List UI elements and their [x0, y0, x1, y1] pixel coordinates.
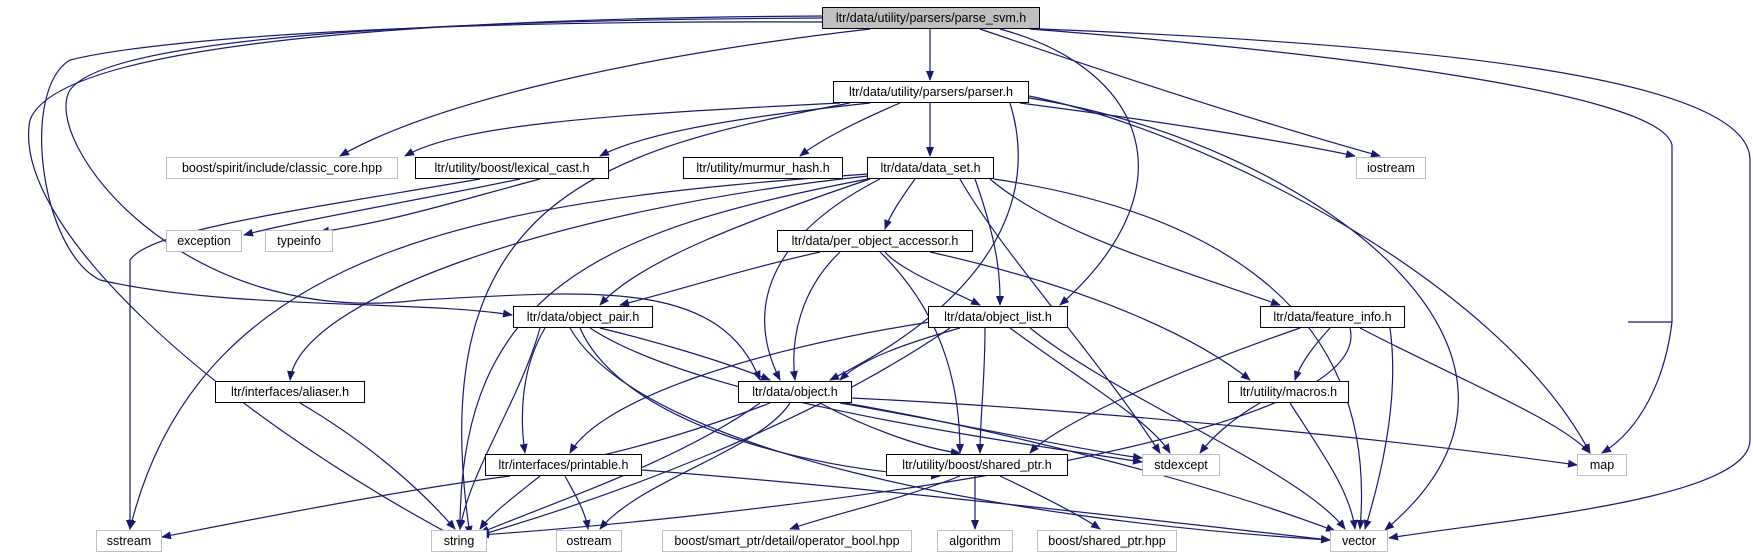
node-object-list-h[interactable]: ltr/data/object_list.h: [928, 306, 1068, 328]
dependency-edge: [1359, 327, 1591, 454]
dependency-edge: [764, 178, 881, 381]
dependency-edge: [599, 327, 771, 381]
dependency-edge: [479, 402, 761, 534]
dependency-edge: [519, 327, 546, 454]
dependency-edge: [999, 475, 1101, 530]
dependency-edge: [599, 102, 871, 157]
dependency-edge: [884, 251, 981, 306]
node-per-object-accessor-h[interactable]: ltr/data/per_object_accessor.h: [777, 230, 973, 252]
dependency-edge: [569, 327, 1331, 544]
node-aliaser-h[interactable]: ltr/interfaces/aliaser.h: [215, 381, 365, 403]
dependency-edge: [844, 402, 1336, 532]
node-map: map: [1577, 454, 1627, 476]
dependency-edge: [564, 475, 591, 530]
dependency-edge: [28, 15, 823, 538]
node-parser-h[interactable]: ltr/data/utility/parsers/parser.h: [833, 81, 1029, 103]
dependency-edge: [299, 402, 456, 530]
dependency-edge: [569, 321, 931, 454]
dependency-edge: [884, 178, 916, 230]
dependency-edge: [1009, 327, 1171, 454]
dependency-edge: [829, 102, 1019, 381]
dependency-edge: [976, 327, 986, 454]
dependency-edge: [339, 28, 871, 157]
node-data-set-h[interactable]: ltr/data/data_set.h: [867, 157, 994, 179]
dependency-edge: [1028, 95, 1591, 454]
dependency-edge: [839, 327, 961, 381]
dependency-edge: [839, 402, 1143, 461]
dependency-edge: [929, 251, 1251, 381]
dependency-edge: [851, 397, 1578, 468]
dependency-edge: [999, 28, 1139, 306]
node-algorithm: algorithm: [937, 530, 1013, 552]
dependency-edge: [1029, 327, 1301, 454]
dependency-edge: [1019, 102, 1356, 159]
dependency-edge: [789, 475, 961, 530]
node-lexical-cast-h[interactable]: ltr/utility/boost/lexical_cast.h: [415, 157, 609, 179]
dependency-edge: [457, 327, 541, 530]
dependency-edge: [461, 102, 851, 536]
dependency-edge: [974, 178, 1004, 306]
node-object-pair-h[interactable]: ltr/data/object_pair.h: [513, 306, 653, 328]
node-typeinfo: typeinfo: [265, 230, 333, 252]
node-macros-h[interactable]: ltr/utility/macros.h: [1228, 381, 1349, 403]
dependency-edge: [1029, 28, 1673, 453]
node-classic-core-hpp: boost/spirit/include/classic_core.hpp: [166, 157, 398, 179]
dependency-edge: [1199, 402, 1261, 454]
node-object-h[interactable]: ltr/data/object.h: [738, 381, 852, 403]
node-stdexcept: stdexcept: [1142, 454, 1220, 476]
dependency-edge: [65, 17, 823, 381]
dependency-edge: [479, 475, 541, 530]
dependency-edge: [819, 402, 961, 457]
node-printable-h[interactable]: ltr/interfaces/printable.h: [485, 454, 642, 476]
node-exception: exception: [166, 230, 242, 252]
dependency-edge: [126, 178, 481, 530]
dependency-edge: [243, 178, 521, 237]
dependency-edge: [1289, 402, 1358, 530]
node-boost-shared-ptr-hpp: boost/shared_ptr.hpp: [1037, 530, 1177, 552]
dependency-edge: [789, 251, 841, 381]
dependency-edge: [979, 28, 1381, 158]
dependency-edge: [319, 178, 541, 235]
dependency-edge: [128, 173, 869, 530]
node-murmur-hash-h[interactable]: ltr/utility/murmur_hash.h: [683, 157, 843, 179]
dependency-edge: [1028, 97, 1459, 531]
node-string: string: [431, 530, 487, 552]
dependency-edge: [456, 178, 869, 530]
dependency-edge: [161, 475, 511, 540]
dependency-edge: [879, 251, 964, 454]
dependency-edge: [619, 251, 821, 307]
node-feature-info-h[interactable]: ltr/data/feature_info.h: [1260, 306, 1405, 328]
dependency-edges: [28, 15, 1751, 544]
node-operator-bool-hpp: boost/smart_ptr/detail/operator_bool.hpp: [662, 530, 912, 552]
node-vector: vector: [1330, 530, 1388, 552]
dependency-edge: [1294, 327, 1331, 381]
dependency-edge: [287, 175, 869, 381]
dependency-edge: [404, 102, 841, 157]
dependency-edge: [993, 178, 1365, 530]
dependency-edge: [1363, 327, 1394, 530]
dependency-edge: [989, 178, 1281, 306]
node-parse-svm-h: ltr/data/utility/parsers/parse_svm.h: [822, 7, 1040, 29]
node-ostream: ostream: [556, 530, 622, 552]
node-shared-ptr-h[interactable]: ltr/utility/boost/shared_ptr.h: [886, 454, 1068, 476]
dependency-edge: [599, 178, 871, 306]
node-iostream: iostream: [1356, 157, 1426, 179]
node-sstream: sstream: [96, 530, 162, 552]
dependency-edge: [479, 327, 951, 537]
dependency-edge: [799, 102, 901, 157]
dependency-edge: [1029, 327, 1346, 530]
dependency-edge: [1039, 28, 1751, 541]
dependency-edge: [579, 327, 941, 480]
dependency-edge: [589, 327, 1143, 465]
dependency-edge: [599, 402, 791, 530]
dependency-edge: [641, 469, 1331, 543]
